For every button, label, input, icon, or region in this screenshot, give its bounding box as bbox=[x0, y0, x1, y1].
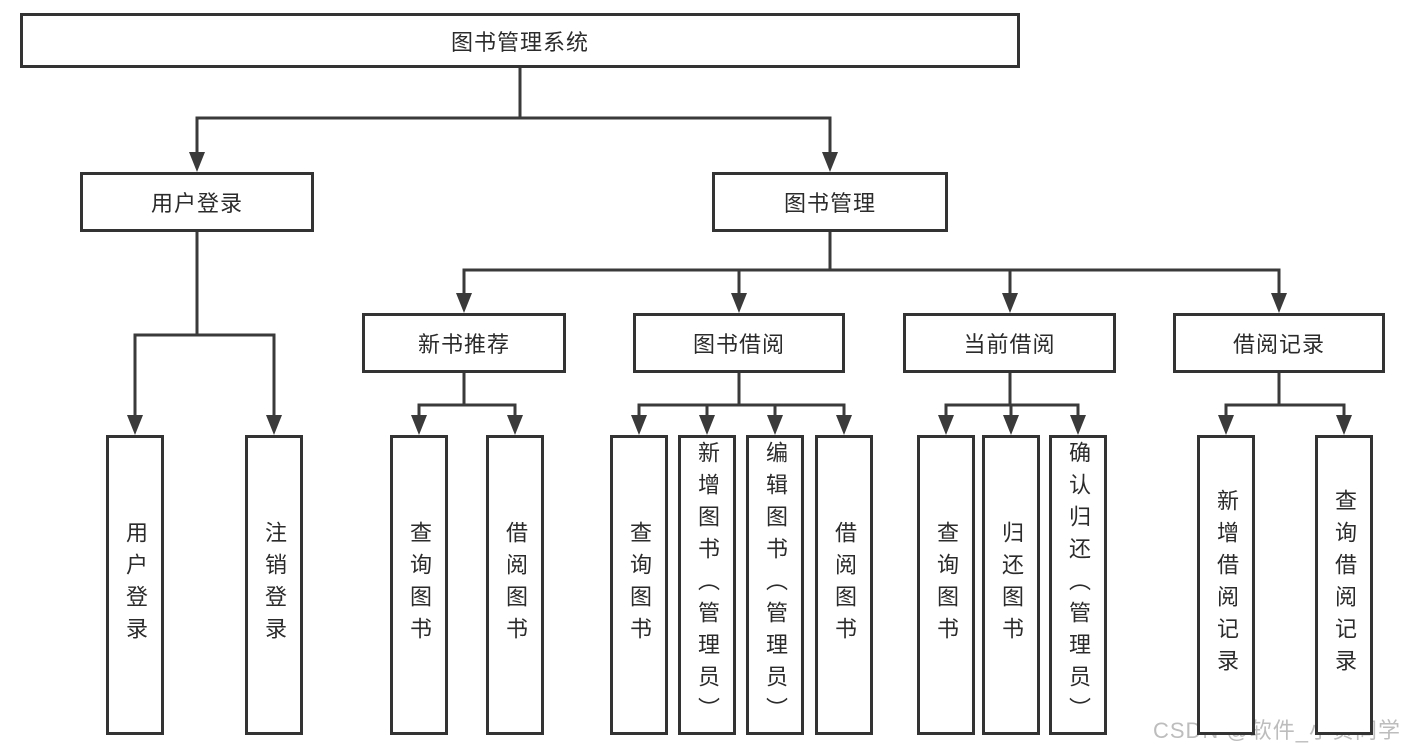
node-leaf-borrow-books-1: 借阅图书 bbox=[486, 435, 544, 735]
node-leaf-user-login: 用户登录 bbox=[106, 435, 164, 735]
node-label: 新增借阅记录 bbox=[1214, 489, 1239, 681]
node-label: 查询图书 bbox=[627, 521, 652, 649]
arrowhead-down-icon bbox=[456, 293, 472, 313]
arrowhead-down-icon bbox=[189, 152, 205, 172]
arrowhead-down-icon bbox=[938, 415, 954, 435]
node-leaf-query-borrow-record: 查询借阅记录 bbox=[1315, 435, 1373, 735]
arrowhead-down-icon bbox=[767, 415, 783, 435]
node-label: 查询图书 bbox=[934, 521, 959, 649]
node-label: 图书管理系统 bbox=[450, 29, 589, 55]
node-label: 编辑图书（管理员） bbox=[763, 441, 788, 729]
node-book-management: 图书管理 bbox=[712, 172, 948, 232]
node-leaf-confirm-return: 确认归还（管理员） bbox=[1049, 435, 1107, 735]
node-label: 查询借阅记录 bbox=[1332, 489, 1357, 681]
node-leaf-return-books: 归还图书 bbox=[982, 435, 1040, 735]
arrowhead-down-icon bbox=[127, 415, 143, 435]
arrowhead-down-icon bbox=[699, 415, 715, 435]
node-label: 图书借阅 bbox=[692, 332, 785, 357]
arrowhead-down-icon bbox=[822, 152, 838, 172]
node-new-book-recommend: 新书推荐 bbox=[362, 313, 566, 373]
node-system: 图书管理系统 bbox=[20, 13, 1020, 68]
node-leaf-add-borrow-record: 新增借阅记录 bbox=[1197, 435, 1255, 735]
node-label: 新增图书（管理员） bbox=[695, 441, 720, 729]
node-leaf-query-books-2: 查询图书 bbox=[610, 435, 668, 735]
node-label: 查询图书 bbox=[407, 521, 432, 649]
node-label: 确认归还（管理员） bbox=[1066, 441, 1091, 729]
node-label: 归还图书 bbox=[999, 521, 1024, 649]
node-current-borrowing: 当前借阅 bbox=[903, 313, 1116, 373]
arrowhead-down-icon bbox=[731, 293, 747, 313]
node-label: 借阅图书 bbox=[832, 521, 857, 649]
node-label: 用户登录 bbox=[123, 521, 148, 649]
node-label: 借阅记录 bbox=[1232, 332, 1325, 357]
arrowhead-down-icon bbox=[1218, 415, 1234, 435]
node-borrow-records: 借阅记录 bbox=[1173, 313, 1385, 373]
node-leaf-logout: 注销登录 bbox=[245, 435, 303, 735]
node-label: 借阅图书 bbox=[503, 521, 528, 649]
arrowhead-down-icon bbox=[836, 415, 852, 435]
arrowhead-down-icon bbox=[507, 415, 523, 435]
node-leaf-edit-books: 编辑图书（管理员） bbox=[746, 435, 804, 735]
node-label: 图书管理 bbox=[783, 191, 876, 216]
node-label: 新书推荐 bbox=[417, 332, 510, 357]
node-user-login: 用户登录 bbox=[80, 172, 314, 232]
node-leaf-query-books-3: 查询图书 bbox=[917, 435, 975, 735]
node-label: 当前借阅 bbox=[963, 332, 1056, 357]
arrowhead-down-icon bbox=[1336, 415, 1352, 435]
arrowhead-down-icon bbox=[1002, 293, 1018, 313]
arrowhead-down-icon bbox=[1271, 293, 1287, 313]
node-book-borrowing: 图书借阅 bbox=[633, 313, 845, 373]
node-leaf-add-books: 新增图书（管理员） bbox=[678, 435, 736, 735]
arrowhead-down-icon bbox=[1070, 415, 1086, 435]
arrowhead-down-icon bbox=[1003, 415, 1019, 435]
node-leaf-query-books-1: 查询图书 bbox=[390, 435, 448, 735]
arrowhead-down-icon bbox=[411, 415, 427, 435]
arrowhead-down-icon bbox=[266, 415, 282, 435]
arrowhead-down-icon bbox=[631, 415, 647, 435]
node-label: 用户登录 bbox=[150, 191, 243, 216]
node-label: 注销登录 bbox=[262, 521, 287, 649]
node-leaf-borrow-books-2: 借阅图书 bbox=[815, 435, 873, 735]
